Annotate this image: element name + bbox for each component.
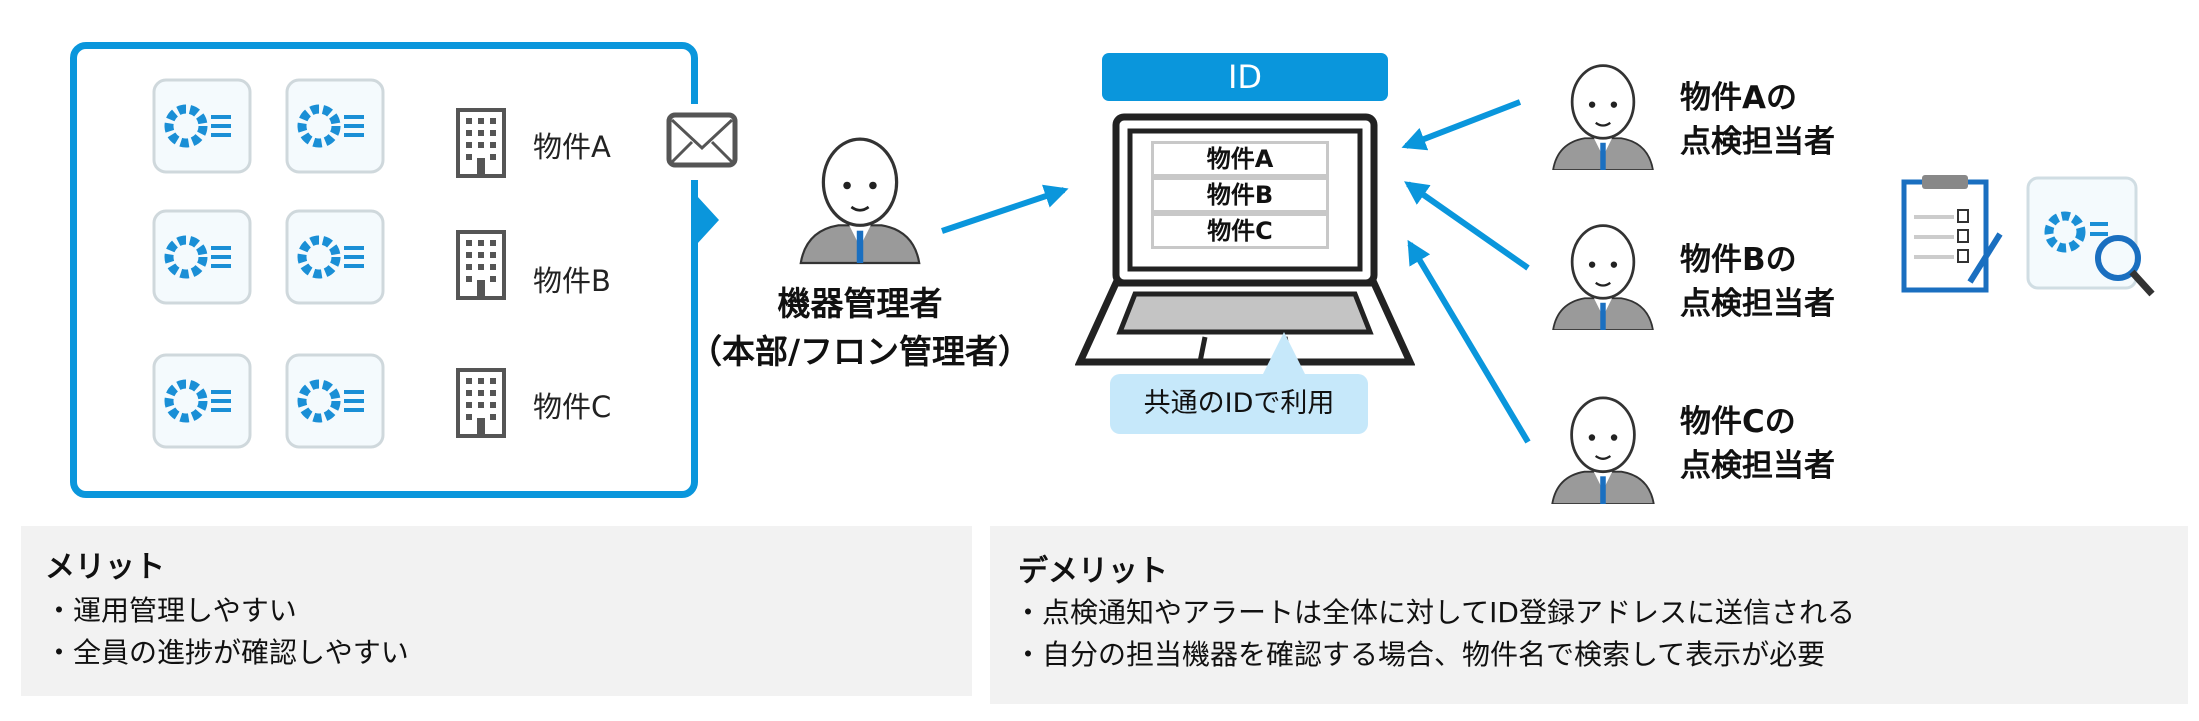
inspector-a-avatar [1538,52,1668,170]
arrow-inspector-a [1401,99,1522,151]
box-arrow-notch [697,196,719,244]
property-label-c: 物件C [533,390,612,424]
shared-id-note: 共通のIDで利用 [1110,374,1368,434]
manager-label: 機器管理者 （本部/フロン管理者） [660,280,1060,376]
merit-title: メリット [45,550,165,585]
bubble-tip [1262,332,1306,376]
laptop-row-b: 物件B [1151,177,1329,213]
manager-title: 機器管理者 [777,284,943,323]
property-label-b: 物件B [533,264,611,298]
inspector-b-label: 物件Bの点検担当者 [1680,242,1835,322]
properties-group-box [70,42,698,498]
demerit-item: ・点検通知やアラートは全体に対してID登録アドレスに送信される [1014,596,1855,629]
merit-item: ・全員の進捗が確認しやすい [45,636,409,669]
id-header: ID [1102,53,1388,101]
manager-subtitle: （本部/フロン管理者） [688,332,1032,371]
demerit-panel: デメリット ・点検通知やアラートは全体に対してID登録アドレスに送信される ・自… [990,526,2188,704]
inspection-icon [1901,175,2155,297]
merit-item: ・運用管理しやすい [45,594,297,627]
demerit-item: ・自分の担当機器を確認する場合、物件名で検索して表示が必要 [1014,638,1826,671]
merit-panel: メリット ・運用管理しやすい ・全員の進捗が確認しやすい [21,526,972,696]
mail-icon [666,112,738,168]
arrow-inspector-c [1407,239,1531,444]
arrow-manager-to-laptop [941,184,1069,234]
inspector-c-label: 物件Cの点検担当者 [1680,404,1835,484]
inspector-c-avatar [1538,384,1668,504]
property-label-a: 物件A [533,130,611,164]
arrow-inspector-b [1404,181,1530,271]
laptop-row-a: 物件A [1151,141,1329,177]
inspector-b-avatar [1538,212,1668,330]
laptop-row-c: 物件C [1151,213,1329,249]
inspector-a-label: 物件Aの点検担当者 [1680,80,1835,160]
demerit-title: デメリット [1018,554,1168,589]
